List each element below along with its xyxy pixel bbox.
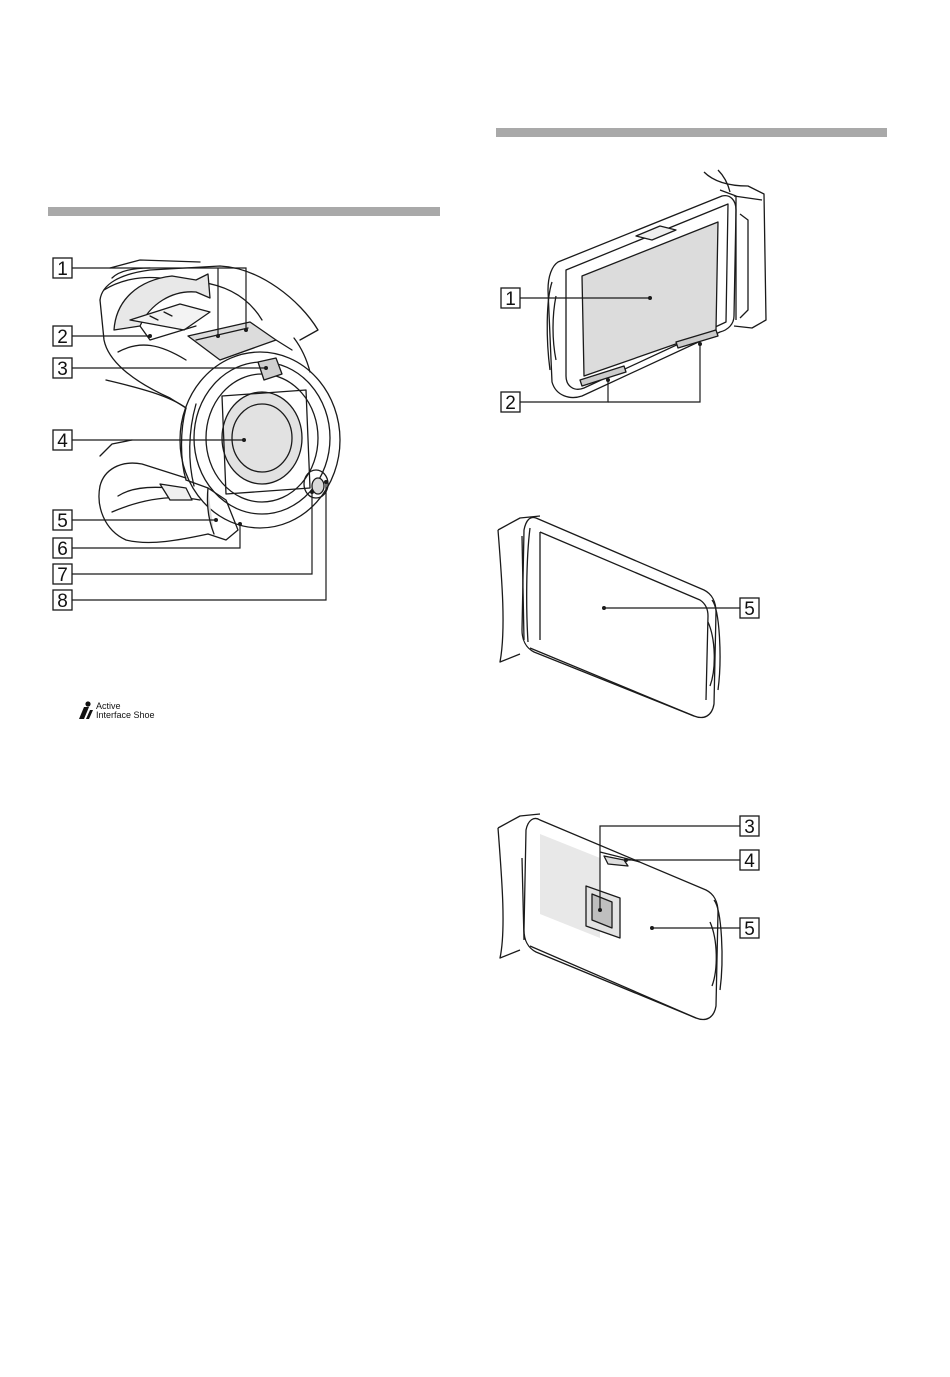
front-callout-3-label: 3 — [57, 359, 68, 380]
lcd-closed-callout-5: 5 — [740, 598, 759, 620]
lcd-rotated-callout-4: 4 — [740, 850, 759, 872]
logo-line-2: Interface Shoe — [96, 710, 155, 720]
front-callout-7-label: 7 — [57, 565, 68, 586]
lcd-rotated-callout-3: 3 — [740, 816, 759, 838]
lcd-rotated-callout-3-label: 3 — [744, 817, 755, 838]
front-callout-1: 1 — [53, 258, 72, 280]
front-callout-8: 8 — [53, 590, 72, 612]
front-callout-1-label: 1 — [57, 259, 68, 280]
front-callout-5: 5 — [53, 510, 72, 532]
lcd-open-callout-2: 2 — [501, 392, 520, 414]
lcd-rotated-callout-5: 5 — [740, 918, 759, 940]
lcd-rotated-drawing — [498, 814, 722, 1020]
front-callout-6: 6 — [53, 538, 72, 560]
front-callout-4-label: 4 — [57, 431, 68, 452]
lcd-closed-drawing — [498, 516, 720, 718]
front-callout-2-label: 2 — [57, 327, 68, 348]
lcd-open-drawing — [547, 170, 766, 397]
lcd-open-callout-2-label: 2 — [505, 393, 516, 414]
front-callout-2: 2 — [53, 326, 72, 348]
lcd-rotated-callout-4-label: 4 — [744, 851, 755, 872]
lcd-open-callout-1-label: 1 — [505, 289, 516, 310]
front-callout-3: 3 — [53, 358, 72, 380]
front-callout-7: 7 — [53, 564, 72, 586]
active-interface-shoe-icon — [79, 701, 93, 719]
front-callout-8-label: 8 — [57, 591, 68, 612]
lcd-closed-callout-5-label: 5 — [744, 599, 755, 620]
active-interface-shoe-logo: Active Interface Shoe — [76, 700, 156, 729]
lcd-rotated-callout-5-label: 5 — [744, 919, 755, 940]
front-callout-5-label: 5 — [57, 511, 68, 532]
front-callout-6-label: 6 — [57, 539, 68, 560]
front-callout-4: 4 — [53, 430, 72, 452]
lcd-open-callout-1: 1 — [501, 288, 520, 310]
